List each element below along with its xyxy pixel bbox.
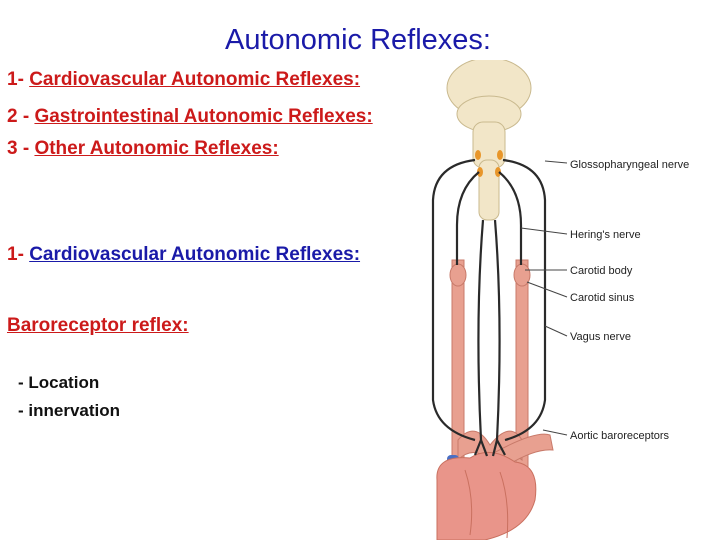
list-item-3: 3 - Other Autonomic Reflexes: [7,137,279,161]
leader-lines [520,160,568,436]
label-herings-nerve: Hering's nerve [570,229,641,241]
label-carotid-body: Carotid body [570,265,633,277]
section-heading: 1- Cardiovascular Autonomic Reflexes: [7,243,360,267]
nerve-fibers [431,158,547,457]
list-item-number: 3 - [7,138,35,159]
label-carotid-sinus: Carotid sinus [570,292,635,304]
list-item-1: 1- Cardiovascular Autonomic Reflexes: [7,68,360,92]
list-item-link[interactable]: Gastrointestinal Autonomic Reflexes: [34,106,373,127]
brain-illustration [446,60,532,221]
list-item-number: 1- [7,69,30,90]
section-heading-link[interactable]: Cardiovascular Autonomic Reflexes: [29,244,361,265]
slide-title: Autonomic Reflexes: [225,24,491,56]
label-aortic-baroreceptors: Aortic baroreceptors [570,430,670,442]
baroreceptor-diagram: Glossopharyngeal nerve Hering's nerve Ca… [431,60,689,540]
subheading-link[interactable]: Baroreceptor reflex: [7,315,189,336]
list-item-link[interactable]: Cardiovascular Autonomic Reflexes: [29,69,361,90]
section-heading-number: 1- [7,244,30,265]
bullet-location: - Location [18,373,100,392]
list-item-2: 2 - Gastrointestinal Autonomic Reflexes: [7,105,373,129]
heart-illustration [436,451,537,540]
slide-text-area: 1- Cardiovascular Autonomic Reflexes: 2 … [7,66,419,536]
label-glossopharyngeal-nerve: Glossopharyngeal nerve [570,159,689,171]
ganglia [475,150,503,177]
bullet-innervation: - innervation [18,401,121,420]
list-item-number: 2 - [7,106,35,127]
carotid-arteries [449,259,554,471]
list-item-link[interactable]: Other Autonomic Reflexes: [34,138,279,159]
label-vagus-nerve: Vagus nerve [570,331,631,343]
subheading: Baroreceptor reflex: [7,314,189,338]
